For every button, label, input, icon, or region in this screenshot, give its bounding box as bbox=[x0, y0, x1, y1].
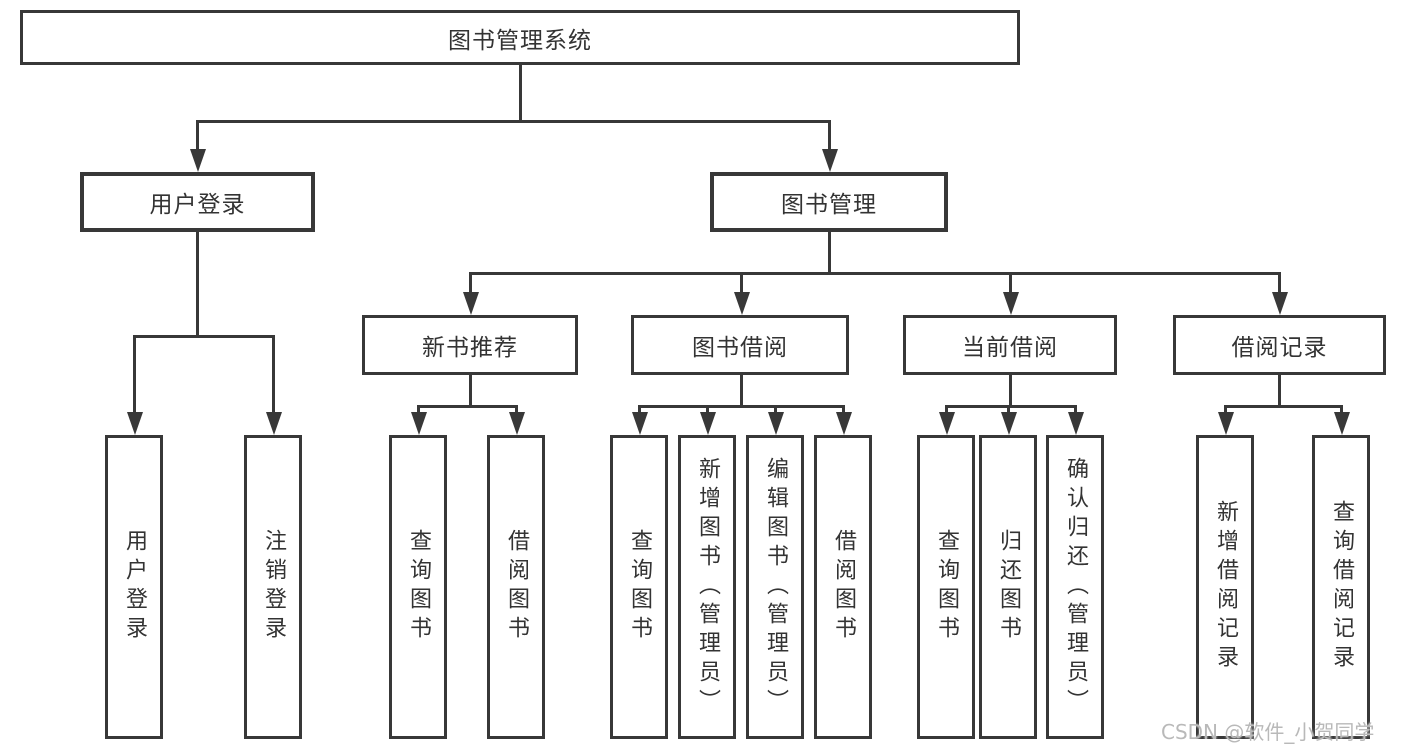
connector-root-stem bbox=[519, 65, 522, 120]
node-user-login: 用户登录 bbox=[80, 172, 315, 232]
connector-arrow-cb-confirm-line bbox=[1074, 405, 1077, 412]
node-book-borrow: 图书借阅 bbox=[631, 315, 849, 375]
arrowhead-br-query bbox=[1334, 412, 1350, 435]
arrowhead-borrow-records bbox=[1272, 292, 1288, 315]
node-leaf-cb-return-books: 归还图书 bbox=[979, 435, 1037, 739]
node-book-borrow-label: 图书借阅 bbox=[692, 335, 788, 361]
connector-arrow-nb-query-line bbox=[417, 405, 420, 412]
node-leaf-bb-edit-books-admin: 编辑图书（管理员） bbox=[746, 435, 804, 739]
node-borrow-records-label: 借阅记录 bbox=[1231, 335, 1328, 361]
node-leaf-nb-query-books: 查询图书 bbox=[389, 435, 447, 739]
connector-current-borrow-stem bbox=[1009, 375, 1012, 405]
connector-arrow-book-mgmt-line bbox=[828, 120, 831, 149]
connector-book-mgmt-stem bbox=[828, 232, 831, 272]
connector-arrow-user-login-line bbox=[196, 120, 199, 149]
arrowhead-br-add bbox=[1218, 412, 1234, 435]
connector-arrow-leaf-login-line bbox=[133, 335, 136, 412]
connector-user-login-stem bbox=[196, 232, 199, 335]
node-root-label: 图书管理系统 bbox=[448, 27, 592, 54]
connector-arrow-book-borrow-line bbox=[740, 272, 743, 292]
arrowhead-current-borrow bbox=[1003, 292, 1019, 315]
connector-arrow-bb-edit-line bbox=[774, 405, 777, 412]
connector-borrow-records-bar bbox=[1224, 405, 1342, 408]
arrowhead-bb-query bbox=[632, 412, 648, 435]
node-leaf-bb-query-books: 查询图书 bbox=[610, 435, 668, 739]
connector-arrow-bb-add-line bbox=[706, 405, 709, 412]
node-current-borrow-label: 当前借阅 bbox=[962, 335, 1058, 361]
node-leaf-bb-add-books-admin: 新增图书（管理员） bbox=[678, 435, 736, 739]
arrowhead-book-borrow bbox=[734, 292, 750, 315]
arrowhead-nb-borrow bbox=[509, 412, 525, 435]
connector-book-borrow-bar bbox=[638, 405, 844, 408]
node-leaf-br-query-record: 查询借阅记录 bbox=[1312, 435, 1370, 739]
node-book-mgmt-label: 图书管理 bbox=[781, 192, 877, 218]
arrowhead-user-login bbox=[190, 149, 206, 172]
arrowhead-cb-query bbox=[939, 412, 955, 435]
arrowhead-bb-add bbox=[700, 412, 716, 435]
connector-arrow-bb-borrow-line bbox=[842, 405, 845, 412]
node-new-books-label: 新书推荐 bbox=[422, 335, 518, 361]
arrowhead-leaf-login bbox=[127, 412, 143, 435]
csdn-watermark: CSDN @软件_小贺同学 bbox=[1161, 720, 1375, 744]
node-borrow-records: 借阅记录 bbox=[1173, 315, 1386, 375]
connector-level2-bar bbox=[196, 120, 830, 123]
node-user-login-label: 用户登录 bbox=[149, 192, 246, 218]
connector-arrow-br-query-line bbox=[1340, 405, 1343, 412]
node-leaf-bb-borrow-books: 借阅图书 bbox=[814, 435, 872, 739]
node-book-mgmt: 图书管理 bbox=[710, 172, 948, 232]
connector-borrow-records-stem bbox=[1278, 375, 1281, 405]
connector-new-books-bar bbox=[417, 405, 518, 408]
arrowhead-cb-return bbox=[1001, 412, 1017, 435]
node-leaf-br-add-record: 新增借阅记录 bbox=[1196, 435, 1254, 739]
node-leaf-logout: 注销登录 bbox=[244, 435, 302, 739]
node-current-borrow: 当前借阅 bbox=[903, 315, 1117, 375]
connector-arrow-borrow-records-line bbox=[1278, 272, 1281, 292]
connector-arrow-nb-borrow-line bbox=[515, 405, 518, 412]
node-new-books: 新书推荐 bbox=[362, 315, 578, 375]
connector-arrow-cb-return-line bbox=[1007, 405, 1010, 412]
connector-arrow-leaf-logout-line bbox=[272, 335, 275, 412]
node-leaf-cb-query-books: 查询图书 bbox=[917, 435, 975, 739]
node-leaf-cb-confirm-return-admin: 确认归还（管理员） bbox=[1046, 435, 1104, 739]
arrowhead-bb-edit bbox=[768, 412, 784, 435]
arrowhead-cb-confirm bbox=[1068, 412, 1084, 435]
arrowhead-book-mgmt bbox=[822, 149, 838, 172]
connector-book-borrow-stem bbox=[740, 375, 743, 405]
connector-current-borrow-bar bbox=[945, 405, 1077, 408]
node-leaf-user-login: 用户登录 bbox=[105, 435, 163, 739]
connector-arrow-br-add-line bbox=[1224, 405, 1227, 412]
connector-new-books-stem bbox=[469, 375, 472, 405]
connector-arrow-new-books-line bbox=[469, 272, 472, 292]
arrowhead-nb-query bbox=[411, 412, 427, 435]
connector-arrow-cb-query-line bbox=[945, 405, 948, 412]
arrowhead-leaf-logout bbox=[266, 412, 282, 435]
connector-user-login-bar bbox=[133, 335, 274, 338]
connector-arrow-bb-query-line bbox=[638, 405, 641, 412]
connector-level3-bar bbox=[469, 272, 1281, 275]
node-root: 图书管理系统 bbox=[20, 10, 1020, 65]
arrowhead-bb-borrow bbox=[836, 412, 852, 435]
node-leaf-nb-borrow-books: 借阅图书 bbox=[487, 435, 545, 739]
arrowhead-new-books bbox=[463, 292, 479, 315]
connector-arrow-current-borrow-line bbox=[1009, 272, 1012, 292]
